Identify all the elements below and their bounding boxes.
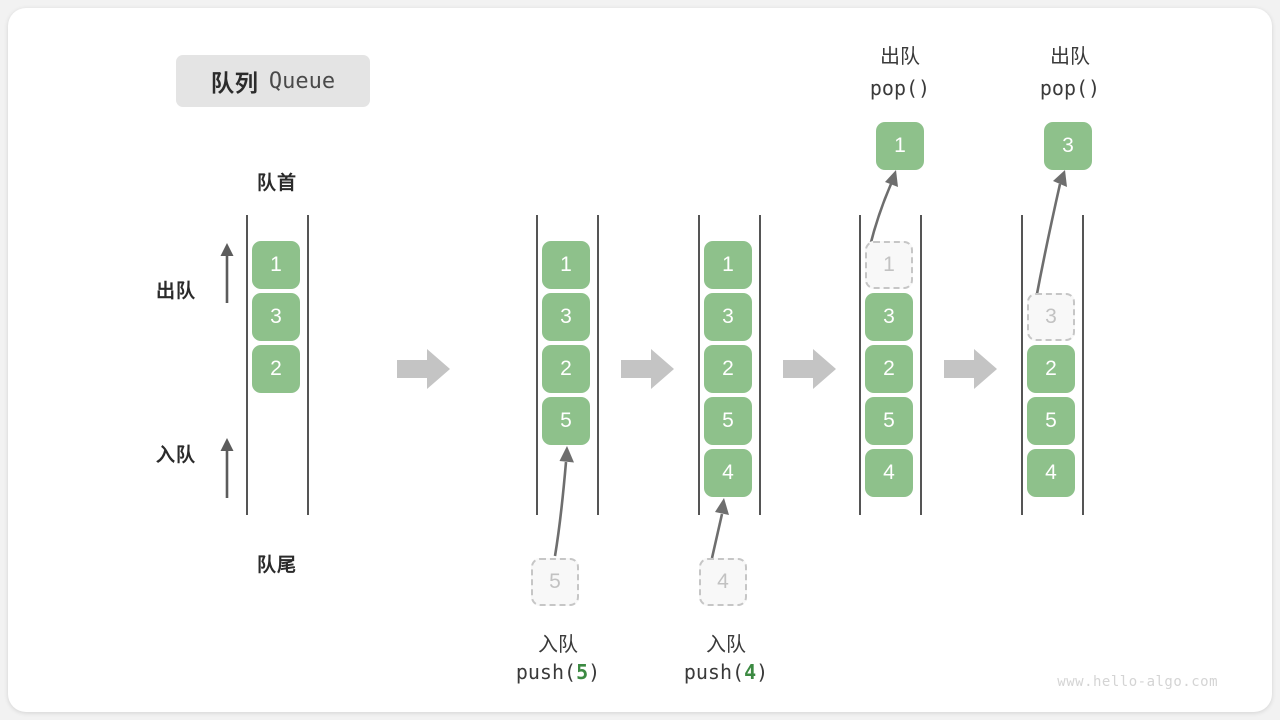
dequeue-side-label: 出队 bbox=[156, 281, 197, 302]
queue5-outgoing-element: 3 bbox=[1044, 122, 1092, 170]
queue3-slot-0: 1 bbox=[704, 241, 752, 289]
queue2-rail-right bbox=[597, 215, 599, 515]
step-arrow-icon-1 bbox=[397, 349, 450, 389]
queue4-outgoing-element: 1 bbox=[876, 122, 924, 170]
queue5-slot-1: 3 bbox=[1027, 293, 1075, 341]
push-arg-1: 5 bbox=[576, 660, 589, 684]
push-arg-2: 4 bbox=[744, 660, 757, 684]
queue4-rail-right bbox=[920, 215, 922, 515]
dequeue-up-arrow-icon bbox=[220, 243, 234, 303]
queue2-rail-left bbox=[536, 215, 538, 515]
queue3-rail-right bbox=[759, 215, 761, 515]
title-english: Queue bbox=[268, 68, 336, 94]
diagram-card: 队列 Queue 队首 1 3 2 出队 入队 队尾 1 3 2 5 5 入队 … bbox=[8, 8, 1272, 712]
title-chinese: 队列 bbox=[210, 70, 259, 96]
queue3-slot-1: 3 bbox=[704, 293, 752, 341]
queue3-slot-3: 5 bbox=[704, 397, 752, 445]
queue5-slot-4: 4 bbox=[1027, 449, 1075, 497]
pop-caption-cn-2: 出队 bbox=[1050, 46, 1090, 68]
queue2-slot-1: 3 bbox=[542, 293, 590, 341]
queue5-rail-left bbox=[1021, 215, 1023, 515]
enqueue-up-arrow-icon bbox=[220, 438, 234, 498]
watermark: www.hello-algo.com bbox=[1057, 674, 1218, 690]
queue1-slot-0: 1 bbox=[252, 241, 300, 289]
queue2-incoming-element: 5 bbox=[531, 558, 579, 606]
queue1-slot-2: 2 bbox=[252, 345, 300, 393]
pop-caption-cn-1: 出队 bbox=[880, 46, 920, 68]
step-arrow-icon-3 bbox=[783, 349, 836, 389]
queue4-slot-2: 2 bbox=[865, 345, 913, 393]
push-motion-arrow-icon-1 bbox=[553, 446, 574, 557]
queue2-slot-0: 1 bbox=[542, 241, 590, 289]
queue3-slot-4: 4 bbox=[704, 449, 752, 497]
queue5-slot-2: 2 bbox=[1027, 345, 1075, 393]
queue4-slot-4: 4 bbox=[865, 449, 913, 497]
queue-rear-label: 队尾 bbox=[256, 555, 297, 576]
queue-front-label: 队首 bbox=[256, 173, 297, 194]
step-arrow-icon-2 bbox=[621, 349, 674, 389]
queue5-slot-3: 5 bbox=[1027, 397, 1075, 445]
queue4-slot-1: 3 bbox=[865, 293, 913, 341]
push-caption-cn-2: 入队 bbox=[706, 634, 746, 656]
pop-motion-arrow-icon-2 bbox=[1034, 170, 1067, 300]
queue1-rail-left bbox=[246, 215, 248, 515]
queue3-rail-left bbox=[698, 215, 700, 515]
queue4-rail-left bbox=[859, 215, 861, 515]
queue3-slot-2: 2 bbox=[704, 345, 752, 393]
queue2-slot-2: 2 bbox=[542, 345, 590, 393]
queue3-incoming-element: 4 bbox=[699, 558, 747, 606]
pop-caption-code-2: pop() bbox=[1039, 76, 1101, 100]
push-motion-arrow-icon-2 bbox=[710, 498, 729, 559]
step-arrow-icon-4 bbox=[944, 349, 997, 389]
pop-caption-code-1: pop() bbox=[869, 76, 931, 100]
queue1-rail-right bbox=[307, 215, 309, 515]
push-caption-code-1: push(5) bbox=[515, 660, 601, 684]
title-badge: 队列 Queue bbox=[176, 55, 370, 107]
queue4-slot-0: 1 bbox=[865, 241, 913, 289]
queue2-slot-3: 5 bbox=[542, 397, 590, 445]
queue1-slot-1: 3 bbox=[252, 293, 300, 341]
pop-motion-arrow-icon-1 bbox=[868, 170, 898, 247]
queue4-slot-3: 5 bbox=[865, 397, 913, 445]
push-caption-code-2: push(4) bbox=[683, 660, 769, 684]
enqueue-side-label: 入队 bbox=[156, 445, 197, 466]
queue5-rail-right bbox=[1082, 215, 1084, 515]
push-caption-cn-1: 入队 bbox=[538, 634, 578, 656]
